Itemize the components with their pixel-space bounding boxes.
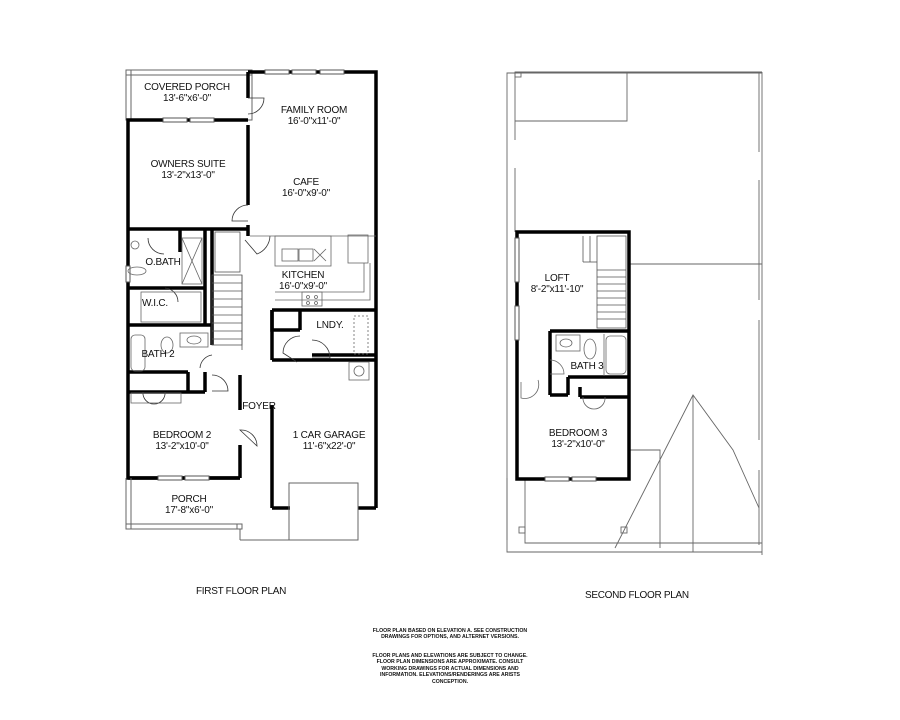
second-floor-plan-title: SECOND FLOOR PLAN [585,590,689,601]
room-name: O.BATH [145,257,181,268]
room-name: FAMILY ROOM [280,105,348,116]
room-label-laundry: LNDY. [316,320,343,331]
disclaimer-note-subject-to-change: FLOOR PLANS AND ELEVATIONS ARE SUBJECT T… [350,653,550,685]
room-dimensions: 13'-2"x10'-0" [155,441,209,452]
room-name: OWNERS SUITE [150,159,226,170]
note-line: WORKING DRAWINGS FOR ACTUAL DIMENSIONS A… [381,665,519,672]
room-name: BATH 3 [570,361,604,372]
room-dimensions: 16'-0"x9'-0" [282,188,330,199]
room-name: KITCHEN [281,270,325,281]
room-dimensions: 11'-6"x22'-0" [302,441,356,452]
room-label-bedroom-3: BEDROOM 3 13'-2"x10'-0" [549,428,607,450]
note-line: FLOOR PLAN BASED ON ELEVATION A. SEE CON… [372,628,528,634]
room-name: FOYER [242,401,276,412]
room-label-bath-2: BATH 2 [141,349,174,360]
room-name: PORCH [171,494,207,505]
room-label-wic: W.I.C. [142,298,168,309]
second-floor-plan [506,71,763,555]
note-line: FLOOR PLANS AND ELEVATIONS ARE SUBJECT T… [372,653,528,659]
room-dimensions: 16'-0"x9'-0" [279,281,327,292]
room-label-cafe: CAFE 16'-0"x9'-0" [282,177,330,199]
note-line: INFORMATION. ELEVATIONS/RENDERINGS ARE A… [380,672,520,679]
room-label-garage: 1 CAR GARAGE 11'-6"x22'-0" [293,430,366,452]
room-dimensions: 17'-8"x6'-0" [165,505,213,516]
note-line: CONCEPTION. [431,678,469,685]
room-name: W.I.C. [141,298,169,309]
room-name: BEDROOM 2 [152,430,212,441]
room-name: BATH 2 [141,349,175,360]
room-name: LNDY. [316,320,344,331]
room-dimensions: 13'-2"x10'-0" [551,439,605,450]
room-dimensions: 16'-0"x11'-0" [287,116,341,127]
room-name: COVERED PORCH [144,82,230,93]
room-name: 1 CAR GARAGE [292,430,366,441]
room-dimensions: 13'-2"x13'-0" [161,170,215,181]
note-line: FLOOR PLAN DIMENSIONS ARE APPROXIMATE. C… [376,659,524,666]
room-label-foyer: FOYER [242,401,276,412]
room-name: CAFE [293,177,319,188]
first-floor-plan-title: FIRST FLOOR PLAN [196,586,287,597]
room-name: BEDROOM 3 [548,428,608,439]
room-label-covered-porch: COVERED PORCH 13'-6"x6'-0" [144,82,230,104]
disclaimer-note-elevation: FLOOR PLAN BASED ON ELEVATION A. SEE CON… [350,628,550,641]
room-label-porch: PORCH 17'-8"x6'-0" [165,494,213,516]
room-label-bath-3: BATH 3 [570,361,603,372]
room-label-loft: LOFT 8'-2"x11'-10" [531,273,584,295]
room-name: LOFT [544,273,570,284]
note-line: DRAWINGS FOR OPTIONS, AND ALTERNET VERSI… [381,634,519,641]
room-label-kitchen: KITCHEN 16'-0"x9'-0" [279,270,327,292]
room-label-bedroom-2: BEDROOM 2 13'-2"x10'-0" [153,430,211,452]
room-label-family-room: FAMILY ROOM 16'-0"x11'-0" [280,105,348,127]
first-floor-plan [125,69,378,541]
room-dimensions: 13'-6"x6'-0" [163,93,211,104]
room-label-owners-suite: OWNERS SUITE 13'-2"x13'-0" [151,159,226,181]
room-dimensions: 8'-2"x11'-10" [530,284,584,295]
room-label-o-bath: O.BATH [145,257,180,268]
